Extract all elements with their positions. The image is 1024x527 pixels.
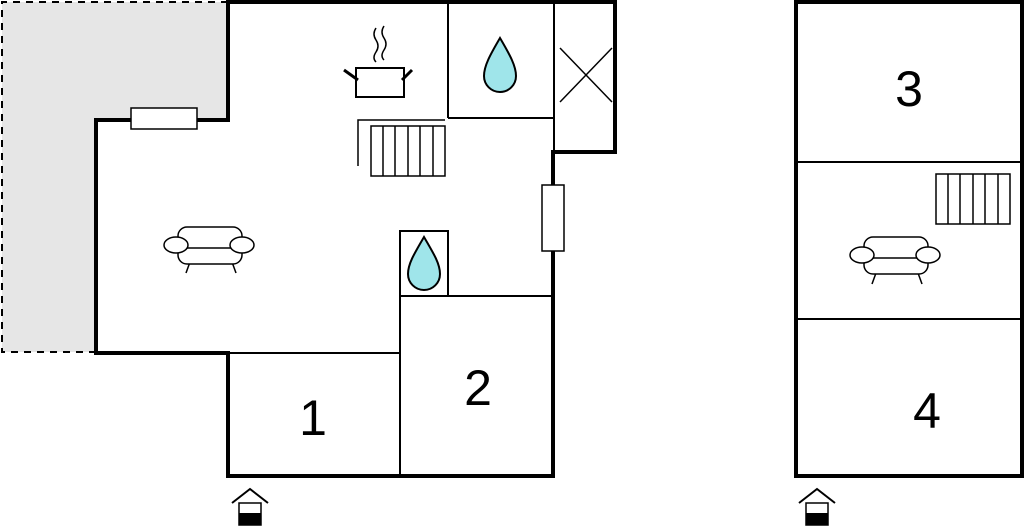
room-number-2: 2 xyxy=(464,360,492,416)
room-number-3: 3 xyxy=(895,61,923,117)
shower-cabin xyxy=(399,230,449,297)
cooking-pot-icon xyxy=(343,25,414,98)
room-number-1: 1 xyxy=(299,390,327,446)
window-right xyxy=(541,184,565,252)
entrance-house-icon xyxy=(231,487,269,526)
stairs-icon xyxy=(357,119,446,177)
terrace-area xyxy=(2,2,228,352)
water-drop-icon xyxy=(406,235,442,291)
stairs-icon xyxy=(935,173,1011,225)
water-drop-icon xyxy=(482,36,518,93)
sofa-icon xyxy=(163,226,255,274)
window-top xyxy=(130,107,198,130)
entrance-house-icon xyxy=(798,487,836,526)
sofa-icon xyxy=(849,236,941,285)
cross-icon xyxy=(559,47,613,103)
upper-floor-walls xyxy=(794,0,1024,478)
room-number-4: 4 xyxy=(913,383,941,439)
